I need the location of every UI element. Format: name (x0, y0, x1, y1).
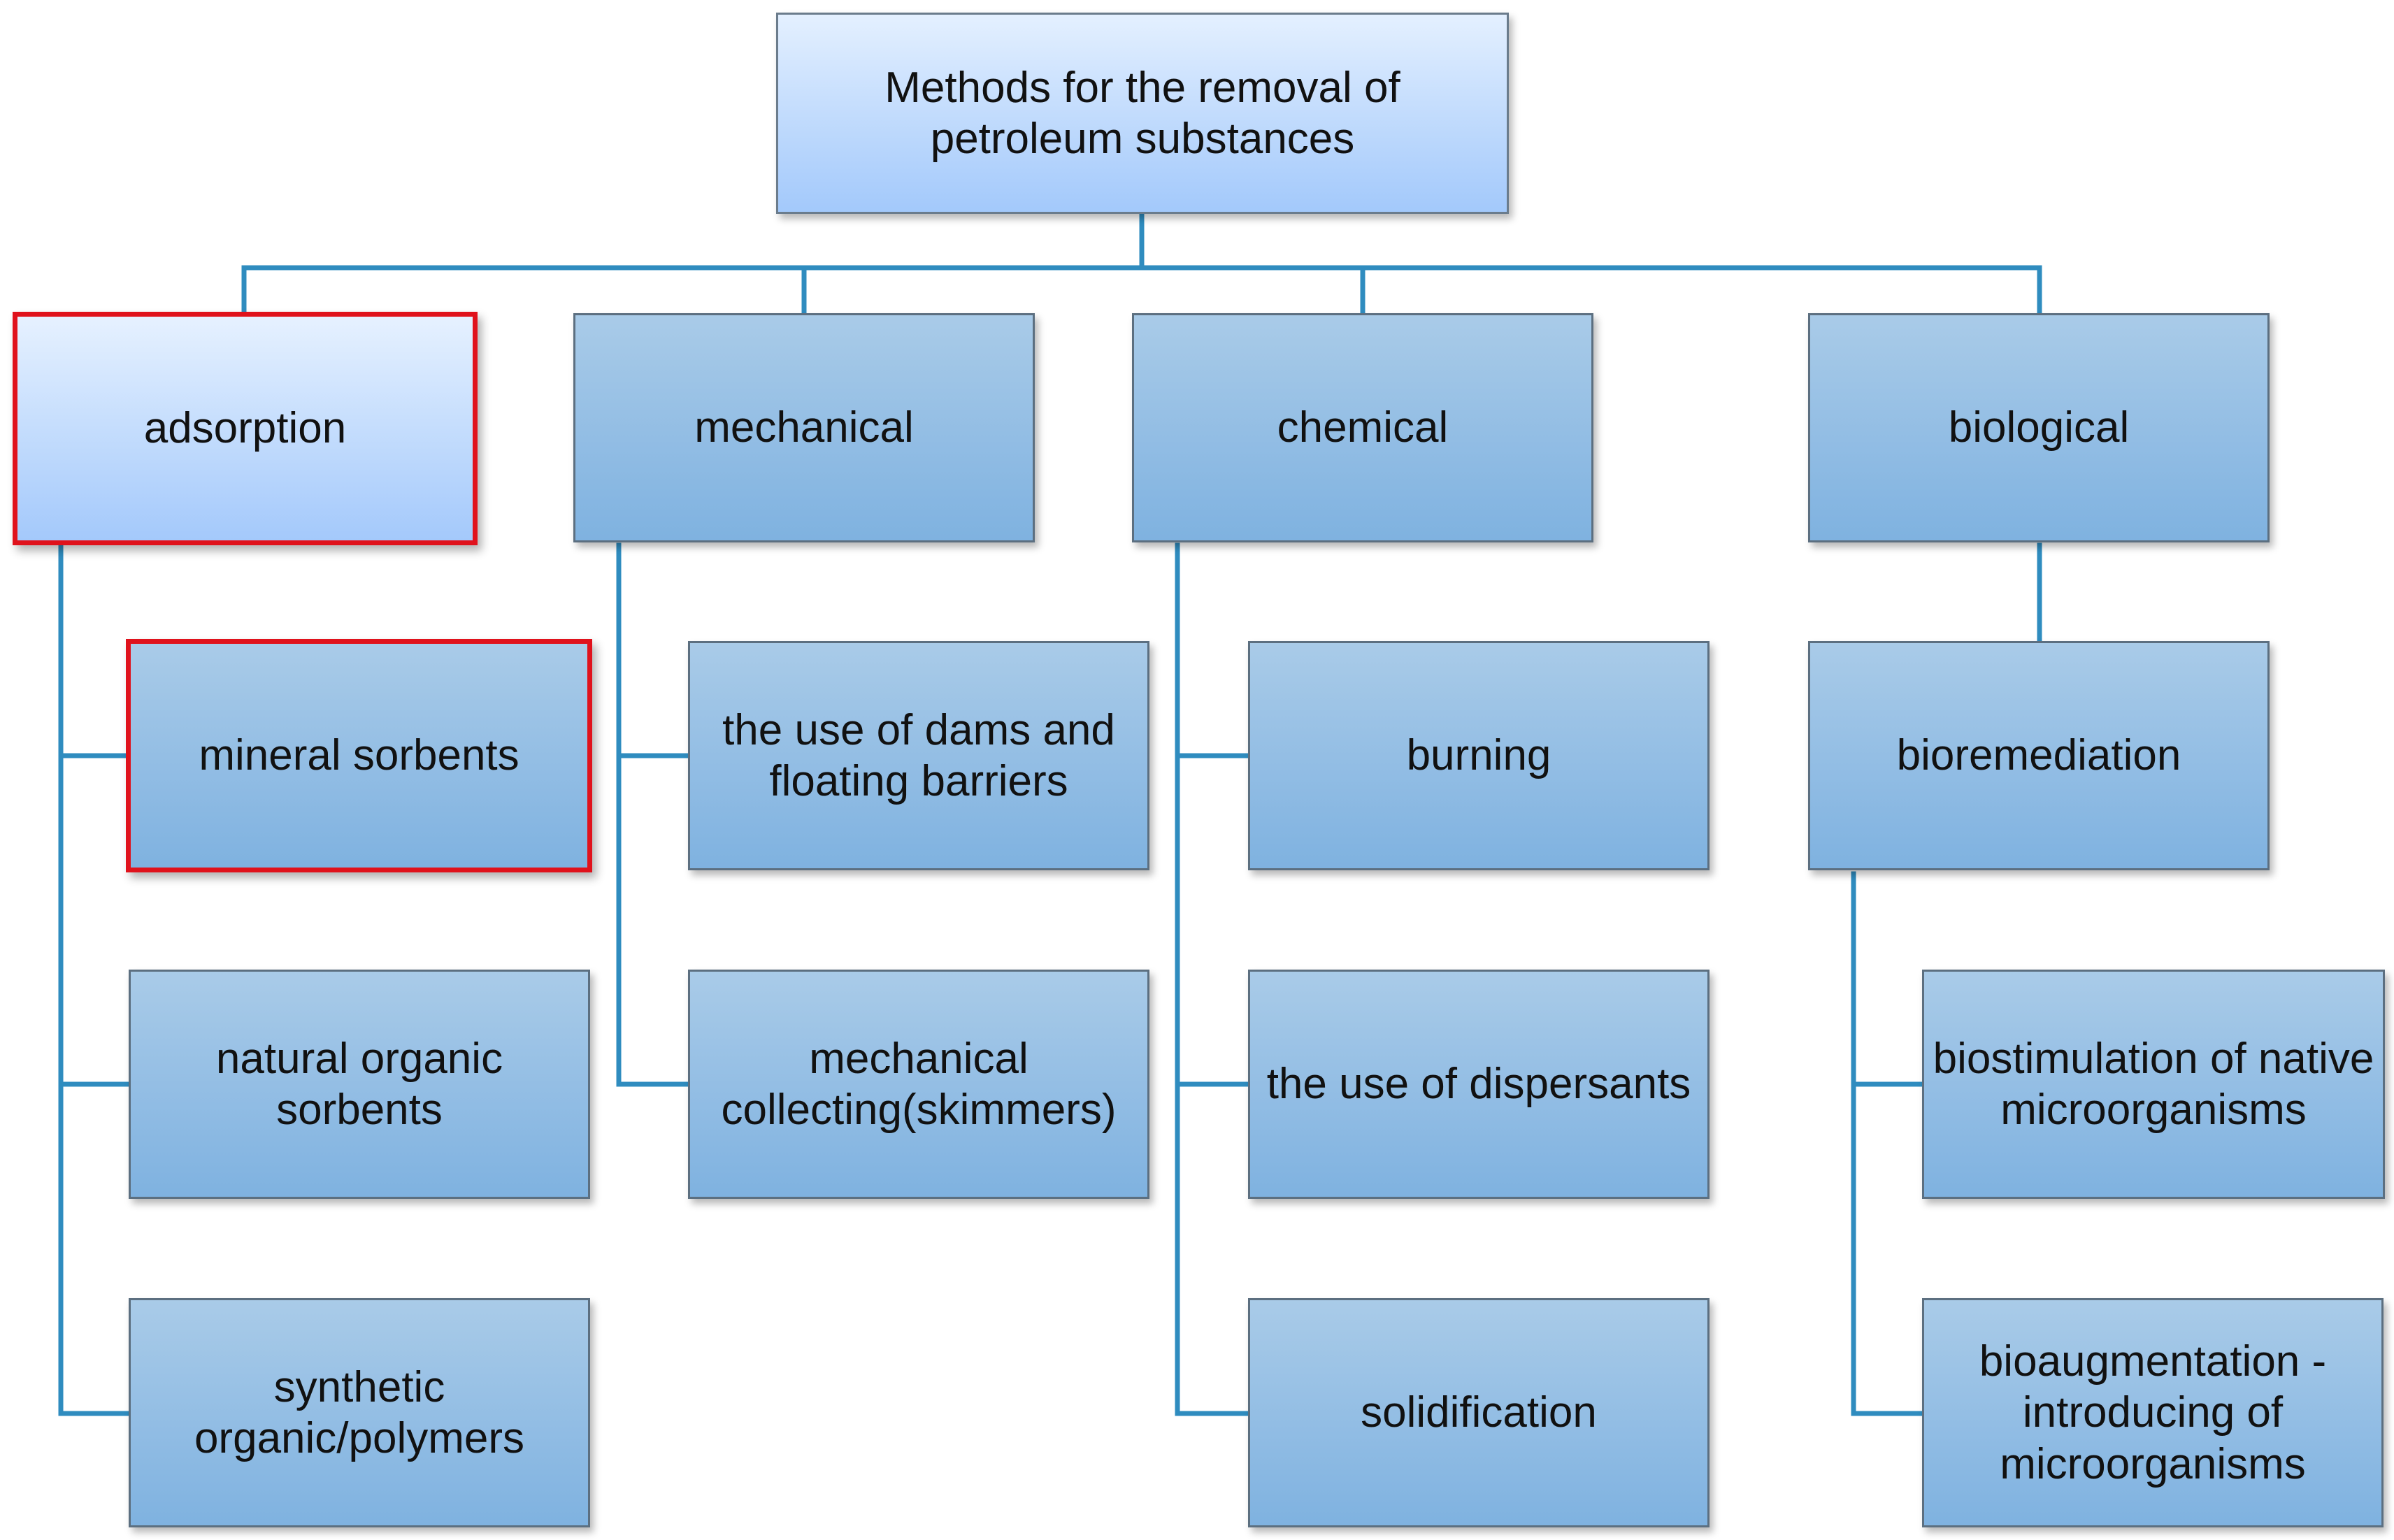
category-mechanical-label: mechanical (694, 403, 914, 452)
node-synthetic-organic-polymers: synthetic organic/polymers (129, 1298, 590, 1527)
category-chemical: chemical (1132, 313, 1593, 542)
node-synthetic-organic-polymers-label: synthetic organic/polymers (194, 1362, 525, 1462)
category-adsorption: adsorption (13, 312, 478, 545)
node-biostimulation-label: biostimulation of native microorganisms (1933, 1034, 2374, 1134)
node-dams-floating-barriers: the use of dams and floating barriers (688, 641, 1149, 870)
node-burning-label: burning (1406, 731, 1551, 780)
node-natural-organic-sorbents: natural organic sorbents (129, 970, 590, 1199)
node-burning: burning (1248, 641, 1710, 870)
node-dispersants: the use of dispersants (1248, 970, 1710, 1199)
node-mechanical-collecting: mechanical collecting(skimmers) (688, 970, 1149, 1199)
node-dispersants-label: the use of dispersants (1266, 1060, 1691, 1109)
node-dams-floating-barriers-label: the use of dams and floating barriers (722, 705, 1115, 805)
node-bioaugmentation-label: bioaugmentation - introducing of microor… (1979, 1337, 2327, 1488)
root-node-label: Methods for the removal of petroleum sub… (884, 63, 1400, 163)
node-natural-organic-sorbents-label: natural organic sorbents (215, 1034, 503, 1134)
node-mineral-sorbents: mineral sorbents (126, 639, 592, 872)
category-biological: biological (1808, 313, 2270, 542)
category-mechanical: mechanical (573, 313, 1035, 542)
node-biostimulation: biostimulation of native microorganisms (1922, 970, 2385, 1199)
category-adsorption-label: adsorption (143, 404, 347, 453)
root-node: Methods for the removal of petroleum sub… (776, 13, 1509, 214)
node-mechanical-collecting-label: mechanical collecting(skimmers) (721, 1034, 1117, 1134)
node-solidification-label: solidification (1361, 1388, 1597, 1437)
node-bioremediation-label: bioremediation (1896, 731, 2181, 780)
node-bioremediation: bioremediation (1808, 641, 2270, 870)
category-chemical-label: chemical (1277, 403, 1449, 452)
node-mineral-sorbents-label: mineral sorbents (199, 731, 519, 780)
node-bioaugmentation: bioaugmentation - introducing of microor… (1922, 1298, 2384, 1527)
category-biological-label: biological (1948, 403, 2130, 452)
node-solidification: solidification (1248, 1298, 1710, 1527)
